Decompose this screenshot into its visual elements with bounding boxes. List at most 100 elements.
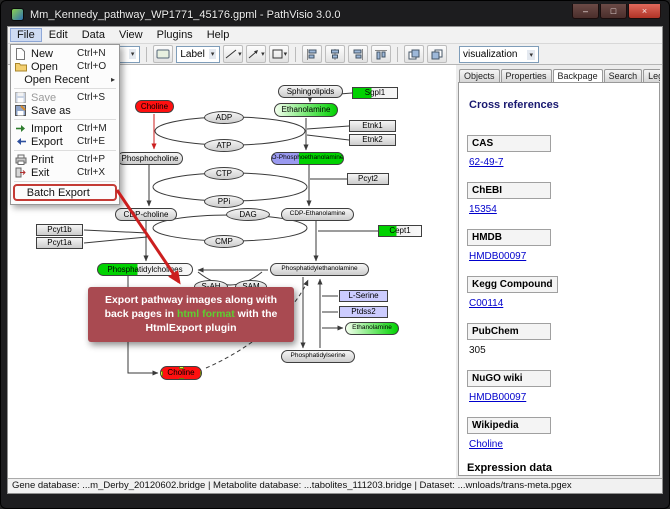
title-bar[interactable]: Mm_Kennedy_pathway_WP1771_45176.gpml - P… [7,4,663,25]
import-icon [15,123,31,134]
node-dag-14[interactable]: DAG [226,208,270,221]
bring-forward-button[interactable] [404,45,425,63]
file-menu-item-save-as[interactable]: Save as [11,104,119,117]
chevron-down-icon[interactable]: ▾ [208,49,217,59]
selection-handle[interactable] [200,367,201,369]
node-choline-28[interactable]: Choline [160,366,202,380]
selection-handle[interactable] [161,367,163,369]
visualization-combobox[interactable]: visualization ▾ [459,46,539,63]
node-ptdss2-25[interactable]: Ptdss2 [339,306,388,318]
tab-properties[interactable]: Properties [500,69,552,82]
node-phosphatidylethanolamine-21[interactable]: Phosphatidylethanolamine [270,263,369,276]
menu-help[interactable]: Help [206,29,230,41]
menu-view[interactable]: View [118,29,143,41]
node-choline-2[interactable]: Choline [135,100,174,113]
bring-forward-icon [408,49,420,59]
xref-database-label: Wikipedia [467,417,551,434]
exit-icon [15,167,31,178]
tab-search[interactable]: Search [603,69,643,82]
node-sgpl1-1[interactable]: Sgpl1 [352,87,398,99]
selection-handle[interactable] [161,378,163,379]
selection-handle[interactable] [179,367,184,369]
chevron-down-icon[interactable]: ▾ [527,49,535,60]
xref-id-link[interactable]: HMDB00097 [469,251,527,262]
node-pcyt1b-18[interactable]: Pcyt1b [36,224,83,236]
xref-entry-chebi: ChEBI 15354 [467,180,651,215]
send-backward-button[interactable] [427,45,448,63]
node-etnk2-6[interactable]: Etnk2 [349,134,396,146]
menu-item-label: Open Recent [24,73,90,86]
file-menu-item-batch-export[interactable]: Batch Export [13,184,117,201]
node-cdp-ethanolamine-15[interactable]: CDP-Ethanolamine [281,208,354,221]
maximize-button[interactable]: □ [600,4,627,19]
selection-handle[interactable] [200,371,201,376]
node-atp-7[interactable]: ATP [204,139,244,152]
xref-id-link[interactable]: HMDB00097 [469,392,527,403]
arrow-line-icon [248,50,259,59]
tab-legend[interactable]: Legend [643,69,660,82]
tab-backpage[interactable]: Backpage [552,69,603,82]
xref-database-label: ChEBI [467,182,551,199]
menu-data[interactable]: Data [81,29,105,41]
node-adp-4[interactable]: ADP [204,111,244,124]
xref-id-link[interactable]: 15354 [469,204,497,215]
save-icon [15,92,31,103]
node-ppi-12[interactable]: PPi [204,195,244,208]
node-phosphocholine-8[interactable]: Phosphocholine [117,152,183,165]
selection-handle[interactable] [200,378,201,379]
node-cept1-16[interactable]: Cept1 [378,225,422,237]
node-ethanolamine-26[interactable]: Ethanolamine [345,322,399,335]
menu-edit[interactable]: Edit [48,29,68,41]
minimize-button[interactable]: – [572,4,599,19]
label-tool-dropdown[interactable]: Label ▾ [176,45,221,63]
node-ctp-10[interactable]: CTP [204,167,244,180]
close-button[interactable]: × [628,4,661,19]
open-folder-icon [15,61,31,72]
tab-objects[interactable]: Objects [459,69,500,82]
menu-file[interactable]: File [10,28,42,42]
align-center-button[interactable] [325,45,346,63]
menu-plugins[interactable]: Plugins [156,29,193,41]
file-menu-item-open-recent[interactable]: Open Recent▸ [11,73,119,86]
node-etnk1-5[interactable]: Etnk1 [349,120,396,132]
node-pcyt2-11[interactable]: Pcyt2 [347,173,389,185]
chevron-down-icon[interactable]: ▾ [128,49,137,59]
align-left-button[interactable] [302,45,323,63]
send-backward-icon [431,49,443,59]
xref-id-link[interactable]: C00114 [469,298,504,309]
node-ethanolamine-3[interactable]: Ethanolamine [274,103,338,117]
menu-separator [14,181,116,182]
selection-handle[interactable] [179,378,184,379]
node-o-phosphoethanolamine-9[interactable]: O-Phosphoethanolamine [271,152,344,165]
align-top-button[interactable] [371,45,392,63]
xref-id-link[interactable]: 62-49-7 [469,157,504,168]
align-right-button[interactable] [348,45,369,63]
line-tool-button[interactable]: ▾ [223,45,244,63]
shape-tool-button[interactable]: ▾ [269,45,290,63]
node-l-serine-24[interactable]: L-Serine [339,290,388,302]
side-panel: ObjectsPropertiesBackpageSearchLegend Cr… [456,65,662,478]
selection-handle[interactable] [161,371,163,376]
node-cmp-17[interactable]: CMP [204,235,244,248]
new-datanode-button[interactable] [153,45,174,63]
node-phosphatidylserine-27[interactable]: Phosphatidylserine [281,350,355,363]
node-phosphatidylcholines-20[interactable]: Phosphatidylcholines [97,263,193,276]
toolbar-separator [397,46,399,62]
node-pcyt1a-19[interactable]: Pcyt1a [36,237,83,249]
label-tool-text: Label [180,48,205,60]
node-sphingolipids-0[interactable]: Sphingolipids [278,85,343,98]
xref-database-label: NuGO wiki [467,370,551,387]
xref-id-link[interactable]: Choline [469,439,503,450]
node-cdp-choline-13[interactable]: CDP-choline [115,208,177,221]
connector-tool-button[interactable]: ▾ [246,45,267,63]
